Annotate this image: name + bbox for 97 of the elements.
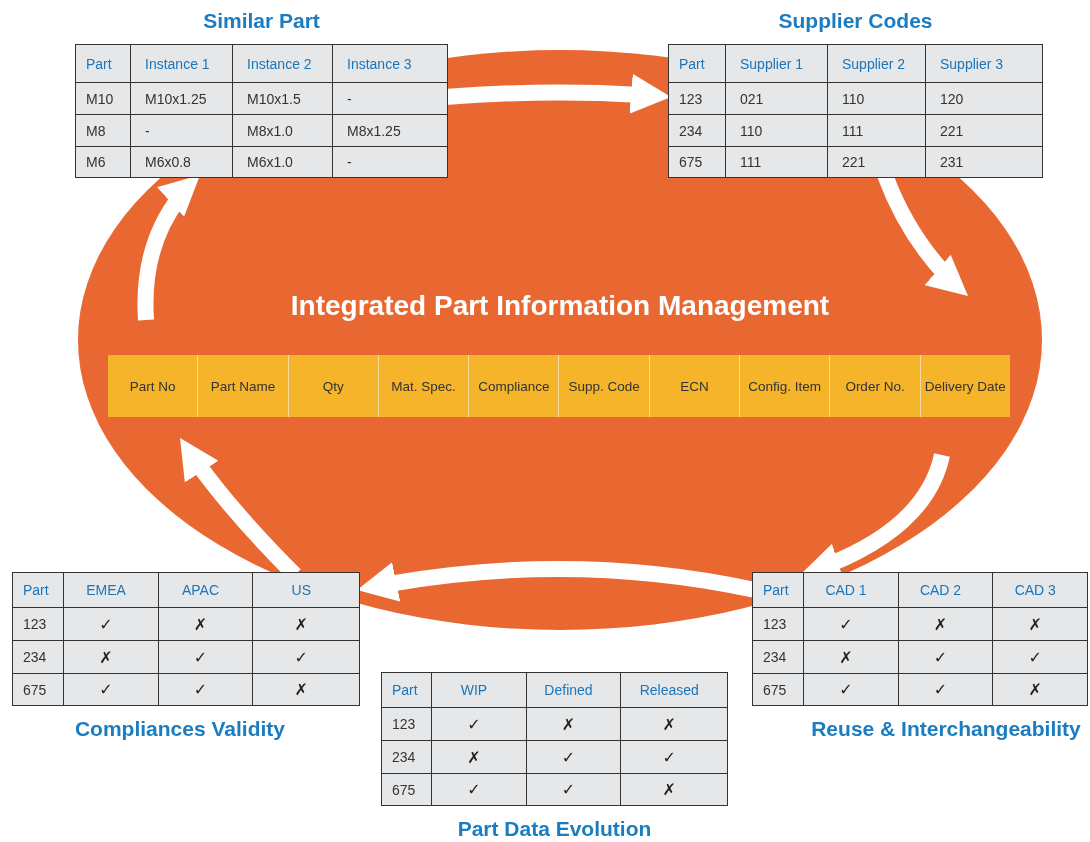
table-cell: M8x1.0 <box>233 115 333 147</box>
table-cell-text: ✗ <box>293 679 309 702</box>
field-label: ECN <box>649 355 741 417</box>
diagram-heading: Integrated Part Information Management <box>289 290 831 322</box>
table-cell: ✓ <box>159 641 253 674</box>
table-cell: ✗ <box>432 741 527 774</box>
table-cell: 110 <box>828 83 926 115</box>
table-cell: 221 <box>926 115 1043 147</box>
column-header: Released <box>621 673 728 708</box>
table-cell: 234 <box>753 641 804 674</box>
table-cell: ✓ <box>899 641 993 674</box>
table-cell: 021 <box>726 83 828 115</box>
table-title: Compliances Validity <box>73 716 287 742</box>
table-cell: 123 <box>382 708 432 741</box>
table-cell: ✓ <box>804 608 899 641</box>
table-cell: ✓ <box>527 774 621 806</box>
column-header: Instance 2 <box>233 45 333 83</box>
table-cell: 234 <box>13 641 64 674</box>
column-header: Part <box>13 573 64 608</box>
table-cell-text: ✗ <box>661 779 677 802</box>
field-label: Supp. Code <box>559 355 650 417</box>
table-cell: 221 <box>828 147 926 178</box>
table-cell: ✓ <box>621 741 728 774</box>
table-cell: 111 <box>828 115 926 147</box>
field-label: Config. Item <box>740 355 831 417</box>
column-header: CAD 1 <box>804 573 899 608</box>
field-label: Part No <box>108 355 199 417</box>
table-cell: M10 <box>76 83 131 115</box>
column-header: Supplier 1 <box>726 45 828 83</box>
table-cell: - <box>131 115 233 147</box>
field-label: Mat. Spec. <box>378 355 470 417</box>
table-cell-text: 231 <box>939 153 965 173</box>
table-cell: M10x1.5 <box>233 83 333 115</box>
table-cell: M10x1.25 <box>131 83 233 115</box>
table-cell: ✓ <box>432 774 527 806</box>
field-label: Qty <box>288 355 379 417</box>
table-cell: ✓ <box>253 641 360 674</box>
table-cell: ✗ <box>993 608 1088 641</box>
column-header: Instance 3 <box>333 45 448 83</box>
column-header: Part <box>382 673 432 708</box>
table-title: Similar Part <box>202 8 321 34</box>
table-title: Supplier Codes <box>777 8 934 34</box>
column-header: Instance 1 <box>131 45 233 83</box>
column-header: WIP <box>432 673 527 708</box>
column-header: CAD 2 <box>899 573 993 608</box>
table-cell: M6 <box>76 147 131 178</box>
table-cell: 123 <box>669 83 726 115</box>
column-header: Part <box>669 45 726 83</box>
field-label: Part Name <box>198 355 289 417</box>
field-label: Compliance <box>469 355 560 417</box>
table-cell: ✗ <box>621 708 728 741</box>
column-header: Supplier 2 <box>828 45 926 83</box>
table-title: Reuse & Interchangeability <box>810 716 1082 742</box>
field-band <box>108 355 1010 417</box>
table-cell: M8x1.25 <box>333 115 448 147</box>
table-cell: ✗ <box>64 641 159 674</box>
table-cell: 123 <box>13 608 64 641</box>
table-cell: ✗ <box>159 608 253 641</box>
table-cell: 234 <box>382 741 432 774</box>
column-header: Part <box>76 45 131 83</box>
table-cell: 111 <box>726 147 828 178</box>
field-label: Delivery Date <box>923 377 1007 396</box>
table-cell: ✓ <box>432 708 527 741</box>
table-cell: 675 <box>753 674 804 706</box>
table-cell: 234 <box>669 115 726 147</box>
table-cell: 675 <box>13 674 64 706</box>
table-cell: ✓ <box>899 674 993 706</box>
table-cell: M8 <box>76 115 131 147</box>
table-cell: ✓ <box>64 674 159 706</box>
table-cell-text: ✗ <box>1027 679 1043 702</box>
table-cell: 675 <box>669 147 726 178</box>
table-cell: ✓ <box>993 641 1088 674</box>
table-cell: ✓ <box>527 741 621 774</box>
column-header: US <box>253 573 360 608</box>
field-label: Order No. <box>830 355 921 417</box>
table-cell: 675 <box>382 774 432 806</box>
table-cell: ✗ <box>527 708 621 741</box>
table-cell: M6x0.8 <box>131 147 233 178</box>
column-header: Part <box>753 573 804 608</box>
column-header: Defined <box>527 673 621 708</box>
table-cell: - <box>333 83 448 115</box>
table-cell: ✓ <box>64 608 159 641</box>
column-header: EMEA <box>64 573 159 608</box>
column-header: CAD 3 <box>993 573 1088 608</box>
table-cell: M6x1.0 <box>233 147 333 178</box>
column-header: APAC <box>159 573 253 608</box>
table-cell: 120 <box>926 83 1043 115</box>
table-cell: ✗ <box>899 608 993 641</box>
table-cell: 110 <box>726 115 828 147</box>
table-cell: 123 <box>753 608 804 641</box>
table-cell: ✓ <box>804 674 899 706</box>
table-cell-text: - <box>346 153 353 173</box>
table-cell: ✗ <box>253 608 360 641</box>
table-cell: ✓ <box>159 674 253 706</box>
column-header: Supplier 3 <box>926 45 1043 83</box>
table-title: Part Data Evolution <box>456 816 653 842</box>
table-cell: ✗ <box>804 641 899 674</box>
